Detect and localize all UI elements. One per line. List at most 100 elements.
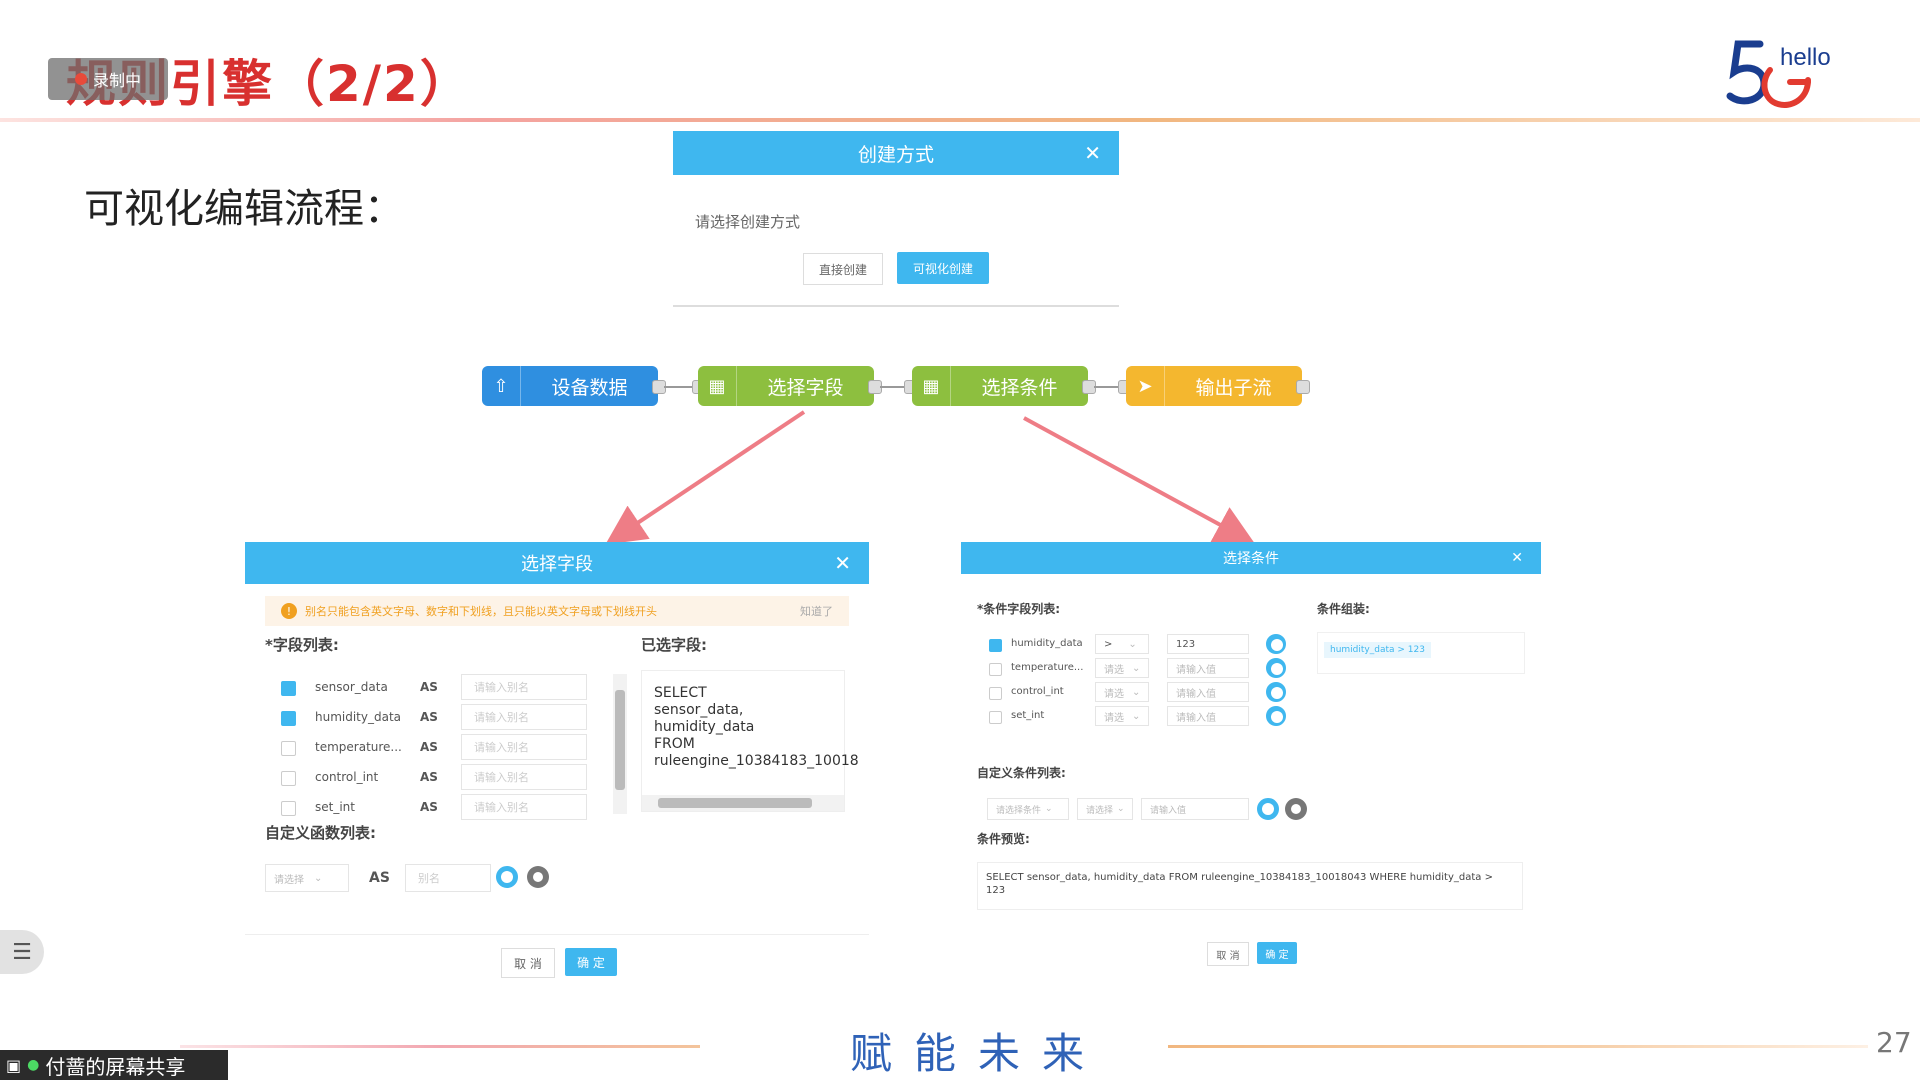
field-checkbox[interactable]	[281, 741, 296, 756]
send-icon: ➤	[1126, 366, 1165, 406]
sql-line: ruleengine_10384183_10018	[654, 753, 859, 769]
sql-line: SELECT	[654, 685, 707, 701]
flow-connector	[1094, 386, 1124, 388]
alias-input[interactable]: 请输入别名	[461, 674, 587, 700]
close-icon[interactable]: ✕	[1511, 550, 1523, 566]
custom-value-input[interactable]: 请输入值	[1141, 798, 1249, 820]
add-circle-icon[interactable]	[1266, 706, 1286, 726]
table-icon: ▦	[912, 366, 951, 406]
field-checkbox[interactable]	[281, 711, 296, 726]
condition-field-name: temperature...	[1011, 662, 1084, 673]
condition-confirm-button[interactable]: 确 定	[1257, 942, 1297, 964]
add-circle-icon[interactable]	[1257, 798, 1279, 820]
func-select[interactable]: 请选择 ⌄	[265, 864, 349, 892]
operator-select[interactable]: 请选⌄	[1095, 706, 1149, 726]
create-dialog-prompt: 请选择创建方式	[695, 213, 801, 231]
flow-node-select-field[interactable]: ▦ 选择字段	[698, 366, 874, 406]
condition-field-name: control_int	[1011, 686, 1064, 697]
condition-dialog: 选择条件 ✕ *条件字段列表: 条件组装: humidity_data >⌄ 1…	[961, 542, 1541, 982]
sql-line: FROM	[654, 736, 695, 752]
flow-node-label: 选择条件	[981, 376, 1058, 399]
warning-dismiss[interactable]: 知道了	[800, 605, 833, 618]
condition-checkbox[interactable]	[989, 687, 1002, 700]
add-circle-icon[interactable]	[1266, 682, 1286, 702]
field-dialog: 选择字段 ✕ ! 别名只能包含英文字母、数字和下划线，且只能以英文字母或下划线开…	[245, 542, 869, 982]
alias-input[interactable]: 请输入别名	[461, 734, 587, 760]
flow-node-select-condition[interactable]: ▦ 选择条件	[912, 366, 1088, 406]
field-confirm-button[interactable]: 确 定	[565, 948, 617, 976]
field-cancel-button[interactable]: 取 消	[501, 948, 555, 978]
operator-value: 请选	[1104, 664, 1124, 676]
direct-create-button[interactable]: 直接创建	[803, 253, 883, 285]
5g-logo	[1726, 40, 1811, 108]
condition-checkbox[interactable]	[989, 711, 1002, 724]
chevron-down-icon: ⌄	[1128, 638, 1137, 650]
operator-select[interactable]: 请选⌄	[1095, 658, 1149, 678]
condition-assembly-box: humidity_data > 123	[1317, 632, 1525, 674]
condition-value-input[interactable]: 123	[1167, 634, 1249, 654]
assembly-label: 条件组装:	[1317, 602, 1370, 616]
page-number: 27	[1876, 1026, 1912, 1059]
create-dialog: 创建方式 ✕ 请选择创建方式 直接创建 可视化创建	[673, 131, 1119, 307]
operator-value: >	[1104, 638, 1113, 650]
flow-node-output-subflow[interactable]: ➤ 输出子流	[1126, 366, 1302, 406]
field-checkbox[interactable]	[281, 681, 296, 696]
operator-select[interactable]: 请选⌄	[1095, 682, 1149, 702]
create-dialog-title: 创建方式	[857, 143, 934, 166]
condition-checkbox[interactable]	[989, 663, 1002, 676]
field-checkbox[interactable]	[281, 801, 296, 816]
screen-share-label: 付蔷的屏幕共享	[45, 1054, 186, 1079]
upload-icon: ⇧	[482, 366, 521, 406]
condition-value-input[interactable]: 请输入值	[1167, 706, 1249, 726]
chevron-down-icon: ⌄	[1117, 804, 1125, 814]
scrollbar-thumb[interactable]	[658, 798, 812, 808]
func-alias-input[interactable]: 别名	[405, 864, 491, 892]
func-as-label: AS	[369, 870, 390, 886]
sql-horizontal-scrollbar[interactable]	[642, 795, 844, 811]
custom-operator-select[interactable]: 请选择⌄	[1077, 798, 1133, 820]
scrollbar-thumb[interactable]	[615, 690, 625, 790]
output-port[interactable]	[1296, 380, 1310, 394]
alias-input[interactable]: 请输入别名	[461, 704, 587, 730]
add-circle-icon[interactable]	[1266, 658, 1286, 678]
logo-text: hello	[1780, 44, 1831, 71]
operator-select[interactable]: >⌄	[1095, 634, 1149, 654]
condition-preview-box: SELECT sensor_data, humidity_data FROM r…	[977, 862, 1523, 910]
chevron-down-icon: ⌄	[1132, 710, 1141, 722]
alias-input[interactable]: 请输入别名	[461, 764, 587, 790]
add-circle-icon[interactable]	[1266, 634, 1286, 654]
menu-list-icon[interactable]: ☰	[0, 930, 44, 974]
condition-value-input[interactable]: 请输入值	[1167, 682, 1249, 702]
field-list-scrollbar[interactable]	[613, 674, 627, 814]
arrow-to-condition-dialog	[1023, 416, 1256, 544]
as-label: AS	[420, 770, 438, 784]
add-circle-icon[interactable]	[496, 866, 518, 888]
screen-icon: ▣	[6, 1055, 22, 1075]
condition-cancel-button[interactable]: 取 消	[1207, 942, 1249, 966]
close-icon[interactable]: ✕	[834, 551, 851, 575]
warning-text: 别名只能包含英文字母、数字和下划线，且只能以英文字母或下划线开头	[305, 605, 657, 618]
alias-warning: ! 别名只能包含英文字母、数字和下划线，且只能以英文字母或下划线开头 知道了	[265, 596, 849, 626]
visual-create-button[interactable]: 可视化创建	[897, 252, 989, 284]
condition-field-name: humidity_data	[1011, 638, 1083, 649]
dialog-footer-divider	[245, 934, 869, 935]
custom-condition-select[interactable]: 请选择条件⌄	[987, 798, 1069, 820]
field-checkbox[interactable]	[281, 771, 296, 786]
custom-condition-select-text: 请选择条件	[996, 805, 1042, 816]
condition-checkbox[interactable]	[989, 639, 1002, 652]
custom-func-label: 自定义函数列表:	[265, 824, 376, 842]
alias-input[interactable]: 请输入别名	[461, 794, 587, 820]
screen-share-bar[interactable]: ▣ ● 付蔷的屏幕共享	[0, 1050, 228, 1080]
as-label: AS	[420, 710, 438, 724]
flow-connector	[880, 386, 910, 388]
close-icon[interactable]: ✕	[1084, 141, 1101, 165]
condition-preview-text: SELECT sensor_data, humidity_data FROM r…	[986, 872, 1493, 896]
as-label: AS	[420, 740, 438, 754]
remove-circle-icon[interactable]	[1285, 798, 1307, 820]
flow-node-device-data[interactable]: ⇧ 设备数据	[482, 366, 658, 406]
condition-tag[interactable]: humidity_data > 123	[1324, 642, 1431, 658]
remove-circle-icon[interactable]	[527, 866, 549, 888]
condition-value-input[interactable]: 请输入值	[1167, 658, 1249, 678]
custom-condition-label: 自定义条件列表:	[977, 766, 1066, 780]
